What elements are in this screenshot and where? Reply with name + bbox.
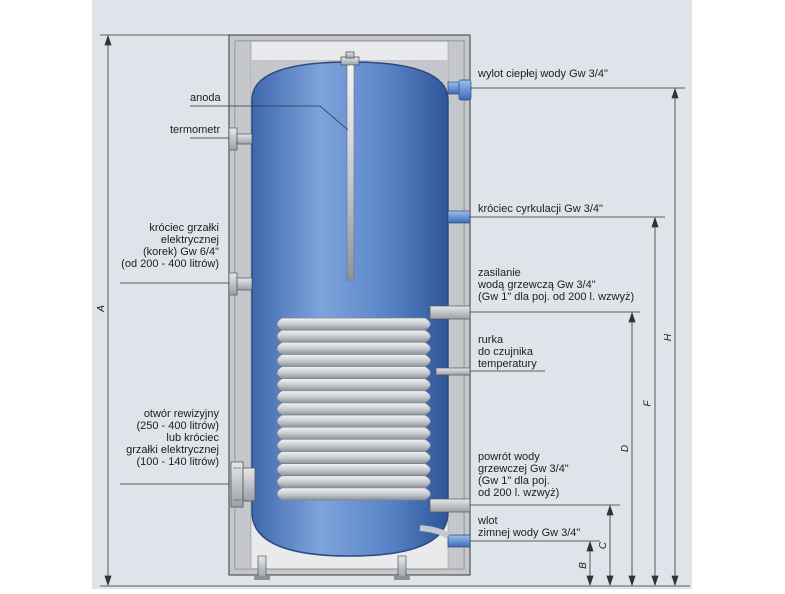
coil-turn xyxy=(276,354,431,367)
coil-turn xyxy=(276,414,431,428)
coil-turn xyxy=(276,402,431,416)
foot-left xyxy=(257,555,267,579)
dim-a: A xyxy=(95,305,107,312)
label-hot-outlet: wylot ciepłej wody Gw 3/4" xyxy=(478,68,608,80)
dim-h: H xyxy=(663,333,675,342)
heating-coil xyxy=(276,317,431,501)
coil-turn xyxy=(276,438,431,452)
coil-turn xyxy=(276,487,431,501)
label-anoda: anoda xyxy=(190,92,221,104)
coil-turn xyxy=(276,329,431,343)
label-heater-port: króciec grzałki elektrycznej (korek) Gw … xyxy=(121,222,219,270)
thermometer-port xyxy=(228,127,238,151)
coil-turn xyxy=(276,463,431,477)
coil-turn xyxy=(276,390,431,404)
return-port xyxy=(429,498,471,513)
label-circulation: króciec cyrkulacji Gw 3/4" xyxy=(478,203,603,215)
dim-b: B xyxy=(577,562,589,569)
label-inspection: otwór rewizyjny (250 - 400 litrów) lub k… xyxy=(126,408,219,468)
label-supply: zasilanie wodą grzewczą Gw 3/4" (Gw 1" d… xyxy=(478,267,635,303)
cold-inlet-port xyxy=(447,534,471,548)
dim-d: D xyxy=(620,444,632,453)
foot-right xyxy=(397,555,407,579)
dimension-lines xyxy=(104,34,679,587)
coil-turn xyxy=(276,451,431,464)
supply-port xyxy=(429,305,471,320)
dim-c: C xyxy=(598,541,610,550)
label-sensor-tube: rurka do czujnika temperatury xyxy=(478,334,537,370)
heater-port xyxy=(228,272,238,296)
label-cold-inlet: wlot zimnej wody Gw 3/4" xyxy=(478,515,581,539)
coil-turn xyxy=(276,426,431,440)
leader-lines xyxy=(100,34,690,587)
sensor-tube xyxy=(435,367,471,376)
dim-f: F xyxy=(642,400,654,407)
coil-turn xyxy=(276,475,431,489)
coil-turn xyxy=(276,378,431,392)
label-termometr: termometr xyxy=(170,124,221,136)
coil-turn xyxy=(276,341,431,355)
circulation-port xyxy=(447,210,471,224)
coil-turn xyxy=(276,366,431,380)
anode-rod xyxy=(346,64,355,281)
label-return: powrót wody grzewczej Gw 3/4" (Gw 1" dla… xyxy=(478,451,569,499)
coil-turn xyxy=(276,317,431,331)
